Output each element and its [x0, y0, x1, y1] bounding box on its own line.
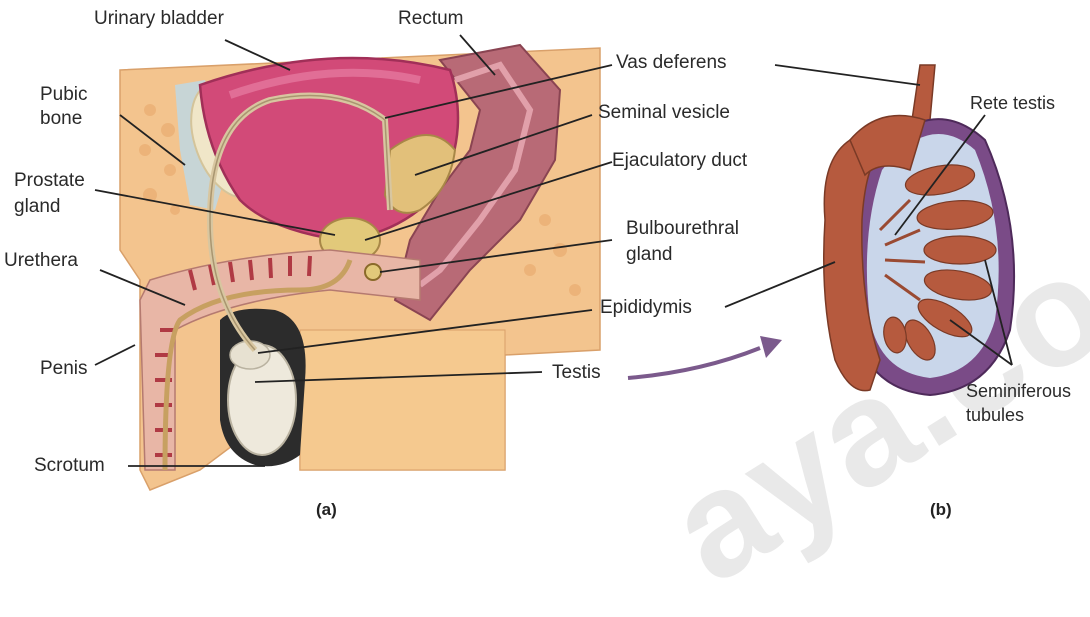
label-scrotum: Scrotum: [34, 455, 105, 477]
label-epididymis: Epididymis: [600, 297, 692, 319]
label-pubic-bone-2: bone: [40, 108, 82, 130]
label-bulbourethral-2: gland: [626, 244, 673, 266]
diagram-stage: aya.co: [0, 0, 1090, 524]
label-prostate-2: gland: [14, 196, 61, 218]
panel-a-illustration: [120, 45, 600, 490]
label-bulbourethral-1: Bulbourethral: [626, 218, 739, 240]
label-prostate-1: Prostate: [14, 170, 85, 192]
label-vas-deferens: Vas deferens: [616, 52, 727, 74]
anatomy-illustration: [0, 0, 1090, 524]
label-rectum: Rectum: [398, 8, 463, 30]
transition-arrowhead: [760, 336, 782, 358]
label-ejaculatory-duct: Ejaculatory duct: [612, 150, 747, 172]
label-pubic-bone-1: Pubic: [40, 84, 88, 106]
label-penis: Penis: [40, 358, 88, 380]
label-seminiferous-2: tubules: [966, 404, 1024, 426]
label-urethera: Urethera: [4, 250, 78, 272]
leader-vas-deferens-b: [775, 65, 920, 85]
label-urinary-bladder: Urinary bladder: [94, 8, 224, 30]
label-seminal-vesicle: Seminal vesicle: [598, 102, 730, 124]
bulbourethral-gland-shape: [365, 264, 381, 280]
panel-a-label: (a): [316, 500, 337, 520]
transition-arrow: [628, 348, 760, 378]
label-seminiferous-1: Seminiferous: [966, 380, 1071, 402]
label-testis: Testis: [552, 362, 601, 384]
panel-b-label: (b): [930, 500, 952, 520]
label-rete-testis: Rete testis: [970, 92, 1055, 114]
leader-penis: [95, 345, 135, 365]
leader-epididymis-b: [725, 262, 835, 307]
thigh-block: [300, 330, 505, 470]
